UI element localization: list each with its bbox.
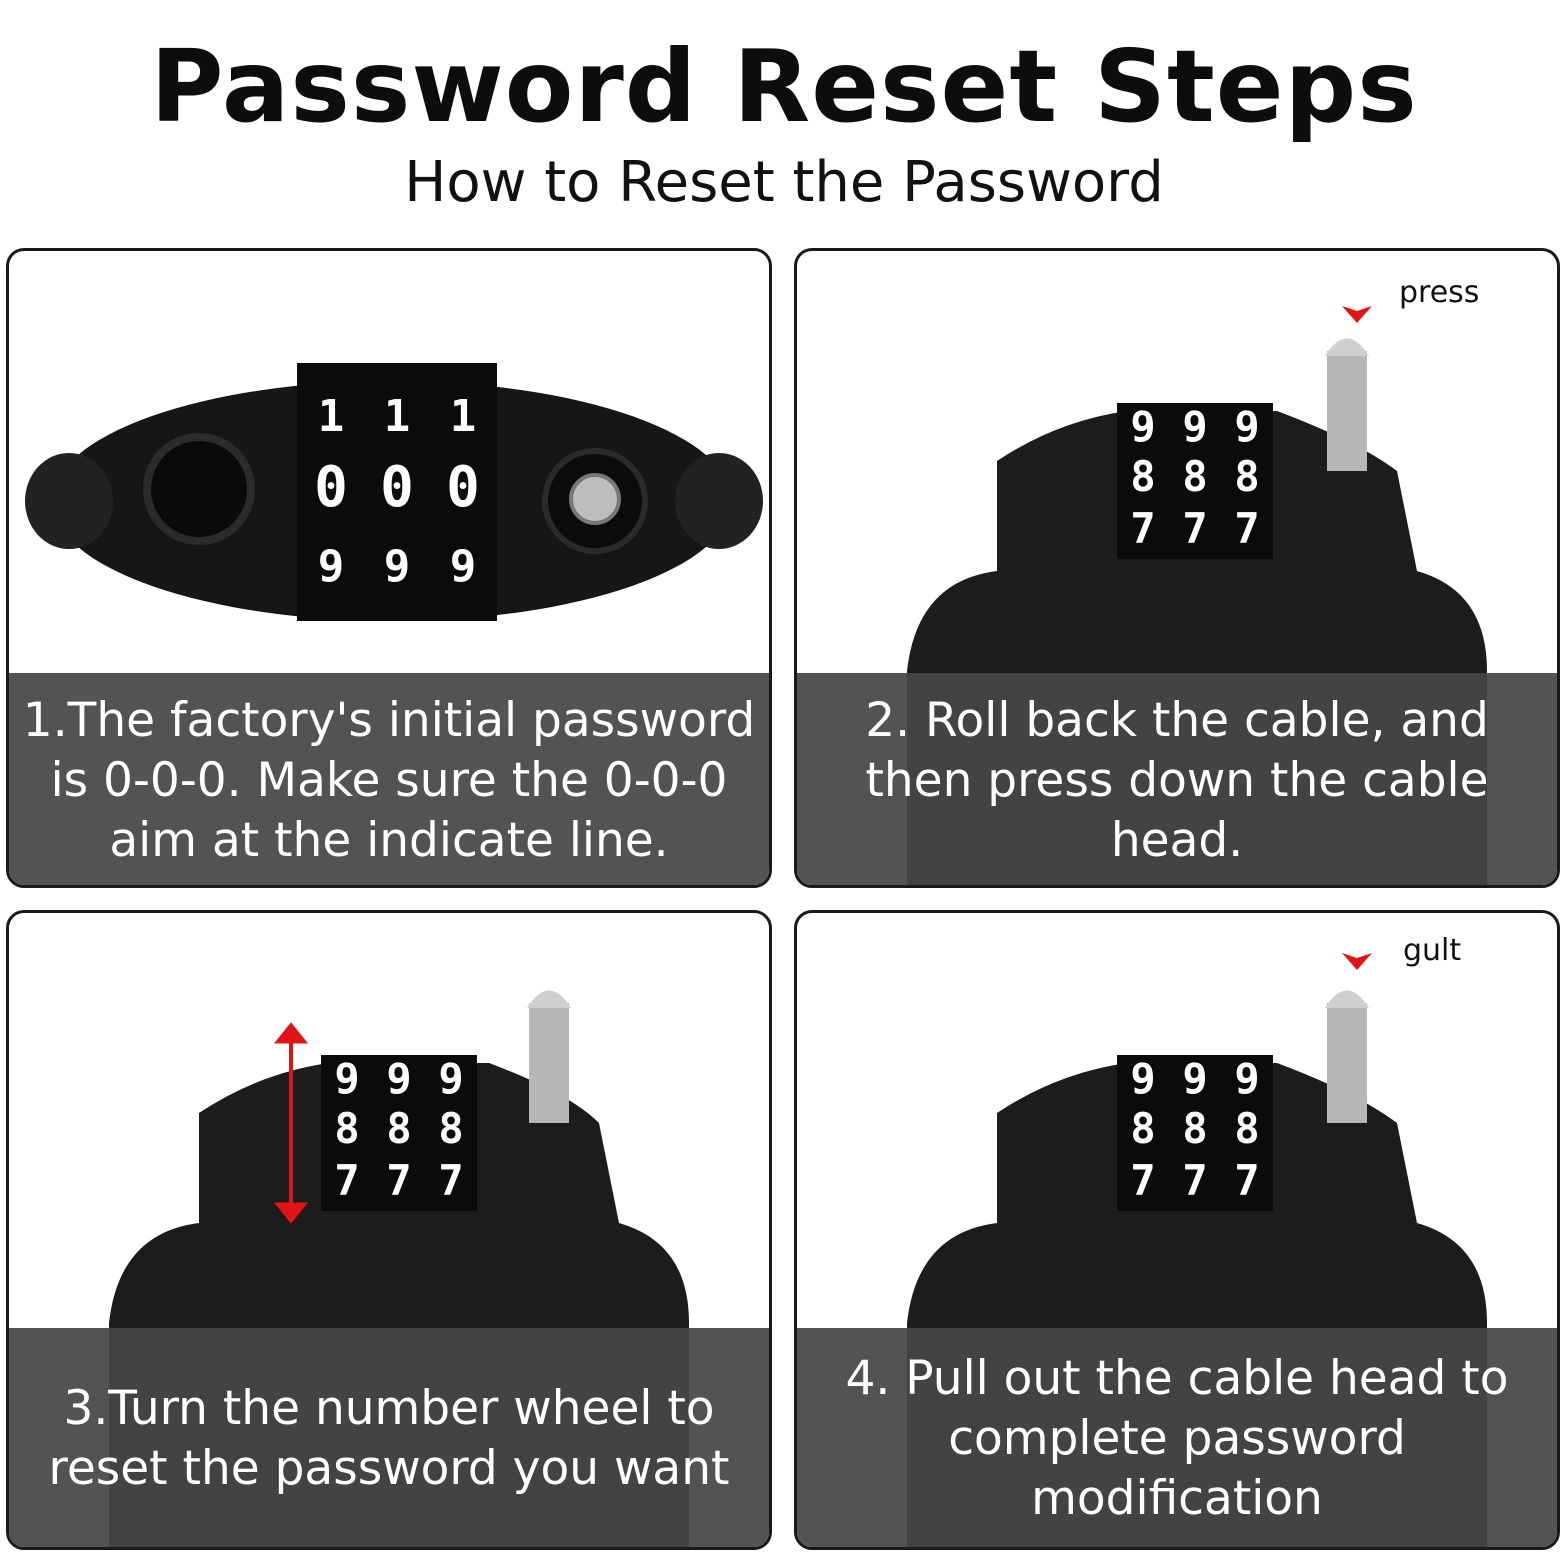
lock-front-illustration: 1 1 1 0 0 0 9 9 9 xyxy=(25,363,763,621)
wheel-1-center: 8 xyxy=(334,1104,359,1153)
wheel-2-top: 1 xyxy=(384,391,411,442)
step-4-panel: 9 9 9 8 8 8 7 7 7 gult 4. Pull out the c… xyxy=(794,910,1560,1550)
step-1-panel: 1 1 1 0 0 0 9 9 9 1.The factory's initia… xyxy=(6,248,772,888)
wheel-3-top: 1 xyxy=(450,391,477,442)
wheel-3-top: 9 xyxy=(438,1054,463,1103)
wheel-1-bottom: 9 xyxy=(318,541,345,592)
step-3-panel: 9 9 9 8 8 8 7 7 7 3.Turn the number whee… xyxy=(6,910,772,1550)
wheel-2-bottom: 7 xyxy=(386,1156,411,1205)
wheel-2-bottom: 9 xyxy=(384,541,411,592)
press-label: press xyxy=(1399,275,1480,310)
wheel-1-center: 8 xyxy=(1130,452,1155,501)
wheel-1-center: 8 xyxy=(1130,1104,1155,1153)
wheel-3-bottom: 7 xyxy=(438,1156,463,1205)
page-subtitle: How to Reset the Password xyxy=(404,150,1164,215)
step-2-caption: 2. Roll back the cable, and then press d… xyxy=(797,673,1557,885)
wheel-2-top: 9 xyxy=(386,1054,411,1103)
wheel-1-center: 0 xyxy=(314,455,348,520)
wheel-3-top: 9 xyxy=(1234,1054,1259,1103)
wheel-1-bottom: 7 xyxy=(1130,504,1155,553)
page-title: Password Reset Steps xyxy=(150,28,1418,145)
wheel-1-top: 9 xyxy=(1130,402,1155,451)
wheel-2-center: 8 xyxy=(386,1104,411,1153)
wheel-3-center: 8 xyxy=(1234,452,1259,501)
step-4-caption: 4. Pull out the cable head to complete p… xyxy=(797,1328,1557,1547)
wheel-2-top: 9 xyxy=(1182,402,1207,451)
wheel-1-bottom: 7 xyxy=(334,1156,359,1205)
step-3-caption: 3.Turn the number wheel to reset the pas… xyxy=(9,1328,769,1547)
wheel-2-bottom: 7 xyxy=(1182,1156,1207,1205)
gult-label: gult xyxy=(1403,933,1462,968)
wheel-3-center: 8 xyxy=(1234,1104,1259,1153)
wheel-1-top: 1 xyxy=(318,391,345,442)
wheel-2-bottom: 7 xyxy=(1182,504,1207,553)
wheel-1-top: 9 xyxy=(1130,1054,1155,1103)
press-arrow-icon xyxy=(1342,306,1372,323)
wheel-2-center: 8 xyxy=(1182,1104,1207,1153)
step-2-panel: 9 9 9 8 8 8 7 7 7 press 2. Roll back the… xyxy=(794,248,1560,888)
wheel-2-top: 9 xyxy=(1182,1054,1207,1103)
wheel-3-center: 8 xyxy=(438,1104,463,1153)
wheel-3-bottom: 9 xyxy=(450,541,477,592)
wheel-2-center: 8 xyxy=(1182,452,1207,501)
wheel-3-top: 9 xyxy=(1234,402,1259,451)
wheel-3-center: 0 xyxy=(446,455,480,520)
wheel-3-bottom: 7 xyxy=(1234,1156,1259,1205)
pull-arrow-icon xyxy=(1342,953,1372,970)
wheel-1-top: 9 xyxy=(334,1054,359,1103)
step-1-caption: 1.The factory's initial password is 0-0-… xyxy=(9,673,769,885)
wheel-2-center: 0 xyxy=(380,455,414,520)
wheel-3-bottom: 7 xyxy=(1234,504,1259,553)
wheel-1-bottom: 7 xyxy=(1130,1156,1155,1205)
up-down-arrow-icon xyxy=(273,1022,309,1224)
